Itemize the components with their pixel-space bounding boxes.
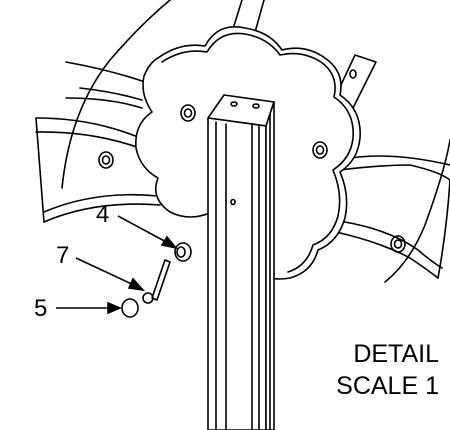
left-band-left-edge (35, 117, 45, 223)
cap-part (121, 298, 139, 318)
bolt-part (142, 259, 171, 304)
leader-line-7 (75, 257, 137, 287)
callout-number-7: 7 (56, 242, 69, 269)
hub-plate-inner-edge (161, 32, 354, 273)
left-band-upper-inner2 (65, 97, 143, 109)
left-band-lower-bottom2 (43, 193, 159, 213)
right-band-lower2 (335, 231, 439, 279)
right-band-lower (344, 221, 443, 269)
left-band-upper-inner (79, 87, 143, 101)
callout-number-4: 4 (96, 201, 109, 228)
leader-line-4 (117, 215, 171, 245)
callout-number-5: 5 (34, 295, 47, 322)
bolt-holes (98, 69, 406, 253)
right-band-end (437, 179, 450, 279)
leader-arrow-5 (107, 301, 123, 315)
leader-arrow-4 (160, 235, 179, 250)
left-band-upper (65, 61, 146, 83)
left-band-lower-top (35, 117, 146, 141)
right-band-top (339, 164, 450, 181)
left-band-lower-bottom (43, 203, 161, 223)
leader-arrow-7 (127, 277, 146, 292)
detail-label-line2: SCALE 1 (336, 372, 439, 400)
vertical-post (207, 94, 275, 430)
detail-label-line1: DETAIL (353, 340, 439, 368)
left-band-lower-mid (35, 131, 146, 151)
washer-part (174, 242, 192, 262)
outer-ring-arc-right (384, 139, 450, 283)
right-band-top2 (339, 155, 450, 166)
outer-ring-arc (61, 0, 171, 189)
